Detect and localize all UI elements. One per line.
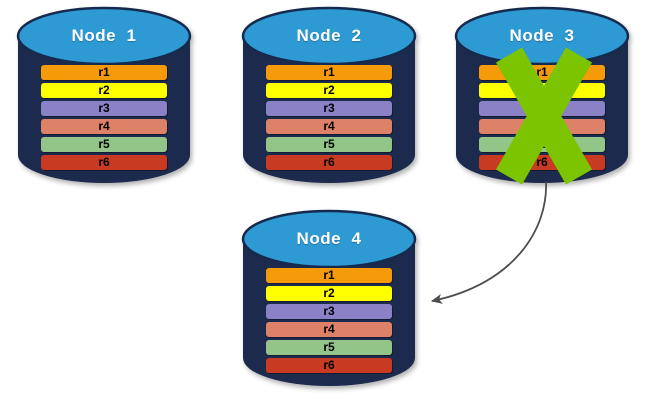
row-label: r5 <box>323 340 335 354</box>
node-4-row-r3[interactable]: r3 <box>266 304 392 319</box>
arrow-path <box>430 181 547 304</box>
node-2-row-r3[interactable]: r3 <box>266 101 392 116</box>
failure-cross-icon <box>495 47 593 185</box>
node-1-row-r1[interactable]: r1 <box>41 65 167 80</box>
row-label: r6 <box>98 155 110 169</box>
row-label: r3 <box>323 304 335 318</box>
row-label: r6 <box>323 155 335 169</box>
node-1[interactable]: Node 1 r1 r2 r3 r4 r5 r6 <box>16 6 192 183</box>
node-2-row-r6[interactable]: r6 <box>266 155 392 170</box>
node-4-rows: r1 r2 r3 r4 r5 r6 <box>243 268 415 376</box>
row-label: r2 <box>323 83 335 97</box>
node-2-row-r4[interactable]: r4 <box>266 119 392 134</box>
node-2-row-r5[interactable]: r5 <box>266 137 392 152</box>
node-1-row-r4[interactable]: r4 <box>41 119 167 134</box>
row-label: r1 <box>323 268 335 282</box>
row-label: r2 <box>323 286 335 300</box>
node-1-row-r3[interactable]: r3 <box>41 101 167 116</box>
node-1-row-r6[interactable]: r6 <box>41 155 167 170</box>
node-2-row-r2[interactable]: r2 <box>266 83 392 98</box>
row-label: r5 <box>323 137 335 151</box>
row-label: r5 <box>98 137 110 151</box>
node-1-row-r2[interactable]: r2 <box>41 83 167 98</box>
node-2-title: Node 2 <box>296 26 362 45</box>
row-label: r4 <box>323 119 335 133</box>
node-1-title: Node 1 <box>71 26 137 45</box>
row-label: r1 <box>98 65 110 79</box>
row-label: r4 <box>323 322 335 336</box>
node-4-row-r6[interactable]: r6 <box>266 358 392 373</box>
node-1-rows: r1 r2 r3 r4 r5 r6 <box>18 65 190 173</box>
node-4-row-r5[interactable]: r5 <box>266 340 392 355</box>
row-label: r1 <box>536 65 548 79</box>
row-label: r2 <box>98 83 110 97</box>
row-label: r4 <box>98 119 110 133</box>
node-2-row-r1[interactable]: r1 <box>266 65 392 80</box>
row-label: r6 <box>323 358 335 372</box>
node-1-row-r5[interactable]: r5 <box>41 137 167 152</box>
row-label: r1 <box>323 65 335 79</box>
node-2-rows: r1 r2 r3 r4 r5 r6 <box>243 65 415 173</box>
node-3-title: Node 3 <box>509 26 575 45</box>
node-4[interactable]: Node 4 r1 r2 r3 r4 r5 r6 <box>241 209 417 386</box>
node-2[interactable]: Node 2 r1 r2 r3 r4 r5 r6 <box>241 6 417 183</box>
node-4-title: Node 4 <box>296 229 362 248</box>
row-label: r6 <box>536 155 548 169</box>
node-4-row-r4[interactable]: r4 <box>266 322 392 337</box>
row-label: r3 <box>323 101 335 115</box>
node-4-row-r2[interactable]: r2 <box>266 286 392 301</box>
node-4-row-r1[interactable]: r1 <box>266 268 392 283</box>
row-label: r3 <box>98 101 110 115</box>
